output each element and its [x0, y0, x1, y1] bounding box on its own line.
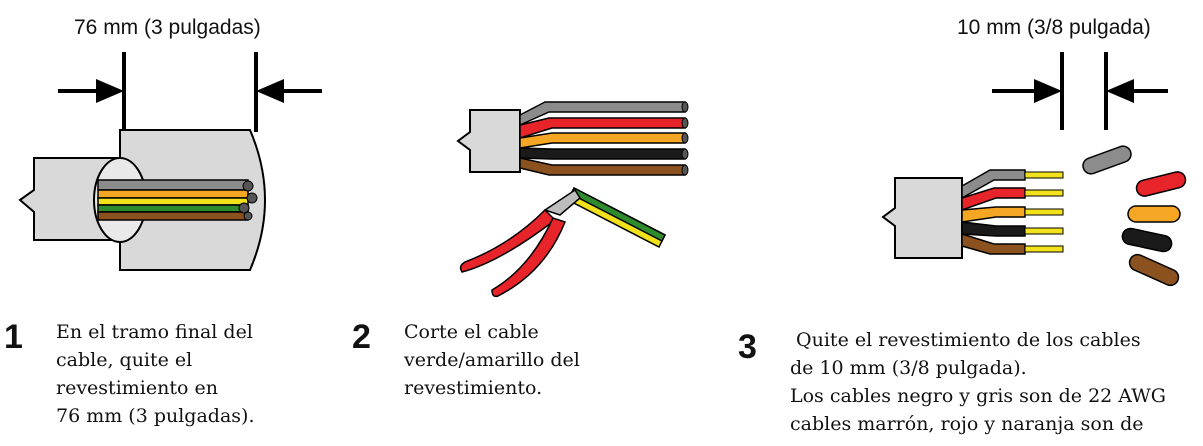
- step-1-instructions: En el tramo final del cable, quite el re…: [56, 318, 255, 430]
- step-3-line: Quite el revestimiento de los cables: [790, 329, 1141, 351]
- cable-jacket: [456, 109, 521, 173]
- step1-illustration: [18, 52, 322, 271]
- exposed-wire-bundle: [97, 179, 249, 221]
- dimension-arrows-76mm: [58, 52, 322, 132]
- step-2-line: Corte el cable: [404, 321, 539, 343]
- dimension-arrows-10mm: [992, 52, 1168, 130]
- wire-ends: [681, 101, 689, 176]
- step-2-line: revestimiento.: [404, 377, 543, 399]
- wire-fan: [961, 169, 1026, 255]
- stripped-conductors: [1024, 171, 1064, 253]
- cutting-pliers: [459, 188, 581, 298]
- wire-fan: [519, 101, 686, 176]
- step-number-2: 2: [352, 318, 371, 356]
- step2-illustration: [456, 101, 689, 298]
- step-1-line: cable, quite el: [56, 349, 193, 371]
- wire-ends: [238, 180, 258, 221]
- step-3-line: Los cables negro y gris son de 22 AWG: [790, 385, 1166, 407]
- step-1-line: revestimiento en: [56, 377, 218, 399]
- step-3-instructions: Quite el revestimiento de los cables de …: [790, 326, 1203, 438]
- step-2-line: verde/amarillo del: [404, 349, 580, 371]
- wire-strip-dimension: 10 mm (3/8 pulgada): [957, 16, 1151, 39]
- removed-insulation-pieces: [1082, 145, 1187, 287]
- step-1-line: En el tramo final del: [56, 321, 253, 343]
- step-2-instructions: Corte el cable verde/amarillo del revest…: [404, 318, 580, 402]
- cut-green-yellow-wire: [566, 186, 667, 249]
- step-3-line: cables marrón, rojo y naranja son de: [790, 413, 1144, 435]
- step-1-line: 76 mm (3 pulgadas).: [56, 405, 255, 427]
- cable-jacket: [881, 177, 963, 259]
- step-number-3: 3: [738, 328, 757, 366]
- jacket-strip-dimension: 76 mm (3 pulgadas): [74, 16, 261, 39]
- step-number-1: 1: [4, 318, 23, 356]
- step3-illustration: [881, 52, 1187, 287]
- step-3-line: de 10 mm (3/8 pulgada).: [790, 357, 1027, 379]
